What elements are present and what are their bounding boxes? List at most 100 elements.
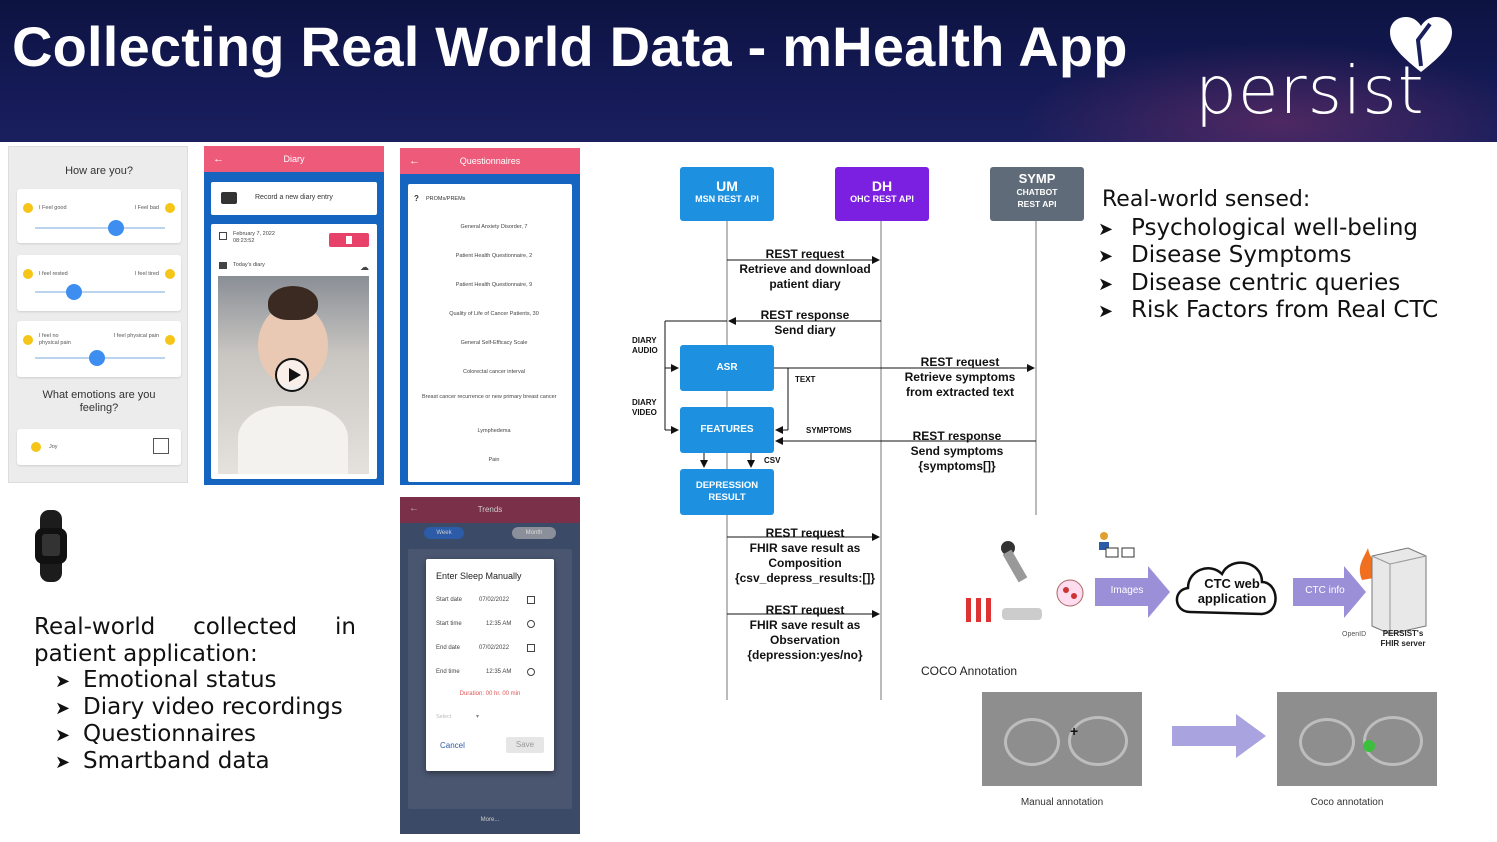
right-list-title: Real-world sensed: [1102, 187, 1311, 212]
manual-annotation-image: + [982, 692, 1142, 786]
joy-face-icon [31, 442, 41, 452]
symp-box [990, 167, 1084, 221]
message-line: Retrieve symptoms [904, 370, 1016, 384]
diary-video-thumbnail[interactable] [218, 276, 369, 474]
slider-knob[interactable] [89, 350, 106, 366]
cloud-icon: ☁ [360, 262, 369, 272]
end-time-field[interactable]: 12:35 AM [486, 669, 512, 675]
smartband-icon [35, 510, 67, 582]
ctc-info-arrow-label: CTC info [1305, 585, 1345, 596]
ctc-pipeline-graphics [966, 532, 1427, 635]
questionnaires-title: Questionnaires [459, 156, 521, 166]
symp-subtitle-2: REST API [1017, 199, 1057, 209]
csv-label: CSV [764, 456, 781, 465]
tab-week[interactable]: Week [424, 527, 464, 539]
message-3: REST request Retrieve symptoms from extr… [880, 355, 1040, 400]
slider-left-label: I feel no physical pain [39, 333, 71, 346]
slider-left-label: I Feel good [39, 205, 67, 211]
questionnaire-item[interactable]: Pain [488, 457, 500, 463]
message-line: REST request [765, 603, 845, 617]
left-list-item: ➤Smartband data [55, 748, 270, 774]
cell-ring [1004, 718, 1060, 766]
questionnaire-item[interactable]: Lymphedema [477, 428, 511, 434]
trends-title: Trends [477, 505, 503, 514]
play-triangle [289, 368, 301, 382]
calendar-icon[interactable] [527, 644, 535, 652]
message-line: REST request [765, 247, 845, 261]
message-2: REST response Send diary [725, 308, 885, 338]
questionnaire-item[interactable]: Colorectal cancer interval [462, 369, 526, 375]
right-list-item: ➤ Risk Factors from Real CTC [1098, 297, 1438, 323]
tab-month[interactable]: Month [512, 527, 556, 539]
left-list-item-label: Diary video recordings [83, 694, 343, 720]
right-list-item: ➤Disease centric queries [1098, 270, 1400, 296]
arrow-bullet-icon: ➤ [1098, 274, 1114, 295]
left-list-item: ➤ Diary video recordings [55, 694, 343, 720]
back-arrow-icon[interactable]: ← [409, 503, 419, 514]
play-button-icon[interactable] [275, 358, 309, 392]
pain-face-icon [165, 335, 175, 345]
more-link[interactable]: More... [480, 817, 500, 823]
message-line: patient diary [769, 277, 841, 291]
emotions-title: What emotions are you feeling? [42, 389, 156, 414]
entry-time: 08:23:52 [233, 238, 255, 244]
message-line: FHIR save result as [749, 541, 861, 555]
chat-icon [219, 262, 227, 269]
start-date-field[interactable]: 07/02/2022 [479, 597, 510, 603]
start-time-field[interactable]: 12:35 AM [486, 621, 512, 627]
ctc-web-app-label: CTC web application [1197, 576, 1267, 606]
back-arrow-icon[interactable]: ← [409, 155, 420, 167]
clothing-shape [238, 406, 348, 474]
calendar-icon[interactable] [527, 596, 535, 604]
slider-knob[interactable] [107, 220, 124, 236]
questionnaire-item[interactable]: General Anxiety Disorder, 7 [460, 224, 528, 230]
arrow-bullet-icon: ➤ [55, 725, 71, 746]
sleep-dialog: Enter Sleep Manually Start date 07/02/20… [426, 559, 554, 771]
right-list-item-label: Risk Factors from Real CTC [1131, 297, 1439, 323]
um-box [680, 167, 774, 221]
diary-topbar: ← Diary [204, 146, 384, 172]
slider-card-rested-tired: I feel rested I feel tired [17, 255, 181, 311]
dh-node: DH OHC REST API [835, 167, 929, 221]
sleep-screen: ← Trends Week Month More... Enter Sleep … [400, 497, 580, 834]
chevron-down-icon[interactable]: ▾ [476, 714, 480, 720]
clock-icon[interactable] [527, 620, 535, 628]
questionnaire-item[interactable]: Patient Health Questionnaire, 9 [455, 282, 533, 288]
select-dropdown[interactable]: Select [436, 714, 452, 720]
slider-track [35, 227, 165, 229]
questionnaire-item[interactable]: Breast cancer recurrence or new primary … [422, 394, 557, 400]
questionnaire-item[interactable]: General Self-Efficacy Scale [460, 340, 528, 346]
slider-left-label: I feel rested [39, 271, 68, 277]
sequence-diagram-lines [664, 220, 1037, 700]
questionnaire-item[interactable]: Patient Health Questionnaire, 2 [455, 253, 533, 259]
row-label: Start time [436, 621, 462, 627]
emotion-checkbox[interactable] [153, 438, 169, 454]
clock-icon[interactable] [527, 668, 535, 676]
persist-logo-text: persist [1195, 52, 1425, 129]
um-title: UM [716, 178, 738, 194]
slider-track [35, 291, 165, 293]
record-entry-button[interactable]: Record a new diary entry [211, 182, 377, 215]
arrow-bullet-icon: ➤ [1098, 219, 1114, 240]
mood-screen: How are you? I Feel good I Feel bad I fe… [8, 146, 188, 483]
left-list-item: ➤Emotional status [55, 667, 277, 693]
save-button[interactable]: Save [506, 737, 544, 753]
diary-audio-label: DIARY AUDIO [632, 336, 658, 355]
questionnaire-item[interactable]: Quality of Life of Cancer Patients, 30 [449, 311, 539, 317]
smile-face-icon [23, 335, 33, 345]
slider-right-label: I feel physical pain [113, 333, 159, 339]
emotion-item-card[interactable]: Joy [17, 429, 181, 465]
arrow-bullet-icon: ➤ [55, 698, 71, 719]
delete-button[interactable] [329, 233, 369, 247]
end-date-field[interactable]: 07/02/2022 [479, 645, 510, 651]
arrow-bullet-icon: ➤ [1098, 301, 1114, 322]
questionnaires-topbar: ← Questionnaires [400, 148, 580, 174]
dh-subtitle: OHC REST API [850, 194, 914, 204]
cancel-button[interactable]: Cancel [440, 741, 465, 750]
left-list-item: ➤Questionnaires [55, 721, 256, 747]
mood-title: How are you? [65, 165, 133, 177]
slider-knob[interactable] [66, 284, 82, 300]
tired-face-icon [165, 269, 175, 279]
trends-topbar: ← Trends [400, 497, 580, 523]
back-arrow-icon[interactable]: ← [213, 153, 224, 165]
